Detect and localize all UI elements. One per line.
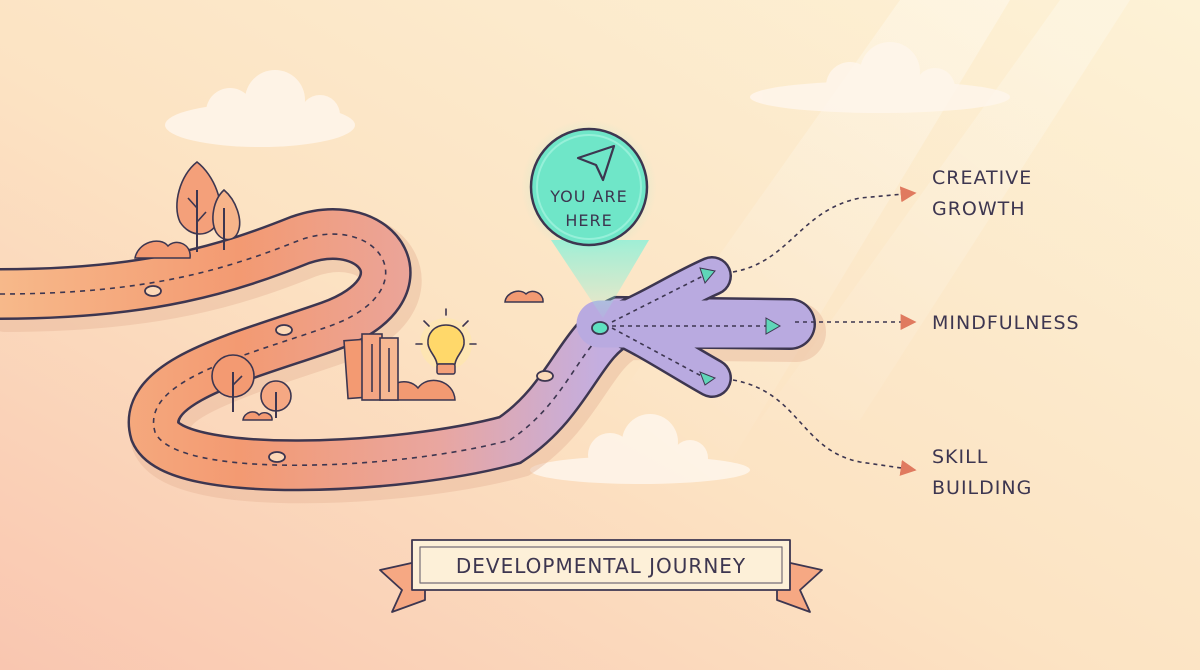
title-ribbon (379, 539, 823, 613)
bushes (134, 240, 544, 421)
cloud-bottom (530, 414, 750, 484)
label-mindfulness: MINDFULNESS (932, 312, 1080, 334)
destination-connectors (732, 186, 917, 476)
marker-label-line1: YOU ARE (549, 187, 627, 206)
tree-round-1 (211, 354, 255, 412)
marker-label-line2: HERE (565, 211, 612, 230)
you-are-here-marker: YOU ARE HERE (521, 119, 657, 318)
books-icon (343, 333, 399, 401)
ribbon-body (411, 539, 791, 591)
branch-arrowheads (699, 267, 782, 386)
waypoints (144, 285, 554, 463)
banner-title: DEVELOPMENTAL JOURNEY (456, 554, 746, 578)
tree-round-2 (260, 380, 292, 418)
bush (134, 240, 191, 259)
arrowhead-lower (699, 371, 717, 386)
trees (176, 160, 292, 418)
destination-labels: CREATIVE GROWTH MINDFULNESS SKILL BUILDI… (932, 167, 1080, 499)
current-position-dot (591, 321, 609, 335)
waypoint (268, 451, 286, 463)
arrowhead-upper (699, 267, 716, 285)
label-creative-growth-line2: GROWTH (932, 198, 1026, 220)
lightbulb-icon (415, 308, 477, 375)
tree-small (212, 188, 241, 250)
waypoint (144, 285, 162, 297)
waypoint (536, 370, 554, 382)
branch-dash-lines (611, 274, 772, 379)
label-skill-building-line1: SKILL (932, 446, 988, 468)
path-road (0, 210, 814, 489)
arrowhead-middle (765, 317, 782, 335)
winding-path (0, 208, 826, 504)
marker-badge (529, 127, 649, 247)
bush (504, 290, 544, 303)
waypoint (275, 324, 293, 336)
label-skill-building-line2: BUILDING (932, 477, 1032, 499)
cloud-left (165, 70, 355, 147)
marker-pointer (551, 240, 649, 318)
connector-skill-building (732, 379, 917, 476)
cloud-right (750, 42, 1010, 113)
connector-creative-growth (732, 186, 917, 273)
bush (242, 411, 273, 421)
navigation-arrow-icon (576, 144, 616, 182)
tree-tall (176, 160, 222, 252)
label-creative-growth-line1: CREATIVE (932, 167, 1032, 189)
clouds (165, 42, 1010, 484)
